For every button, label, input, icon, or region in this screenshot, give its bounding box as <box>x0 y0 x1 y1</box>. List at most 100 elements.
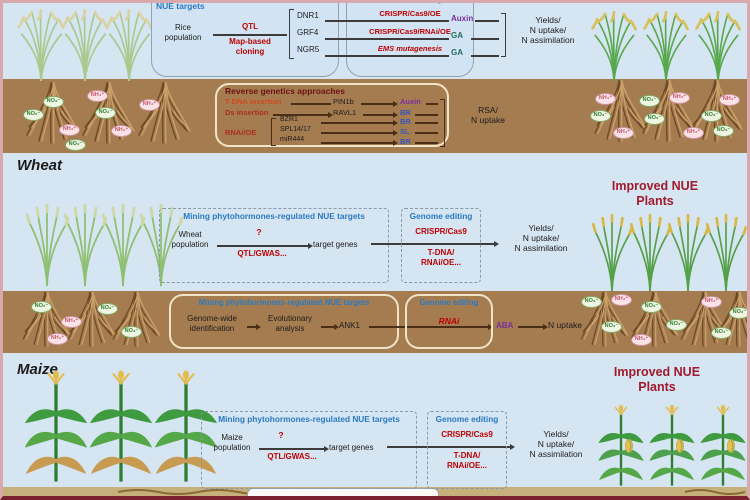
band-gene: BZR1 <box>280 116 298 123</box>
band-method: RNAi/OE <box>225 128 257 137</box>
maize-outcome: Yields/ N uptake/ N assimilation <box>529 429 583 460</box>
improved-wheat-plants <box>593 215 746 291</box>
rice-editing-method: CRISPR/Cas9/OE <box>379 9 441 18</box>
connector-line <box>213 34 287 36</box>
maize-editing-header: Genome editing <box>435 414 499 424</box>
ammonium-bubble: NH₄⁺ <box>87 90 108 102</box>
rice-band-outcome: RSA/ N uptake <box>470 105 506 126</box>
reverse-genetics-header: Reverse genetics approaches <box>225 86 346 96</box>
outcome-bracket <box>440 99 445 147</box>
ammonium-bubble: NH₄⁺ <box>139 99 160 111</box>
connector-line <box>325 55 449 57</box>
ammonium-bubble: NH₄⁺ <box>701 296 722 308</box>
ammonium-bubble: NH₄⁺ <box>613 127 634 139</box>
wheat-section-label: Wheat <box>17 157 62 174</box>
rice-hormone: GA <box>451 31 463 40</box>
maize-improved-label: Improved NUE Plants <box>613 365 701 394</box>
wheat-band-hormone: ABA <box>496 321 514 330</box>
rice-hormone: GA <box>451 48 463 57</box>
connector-line <box>321 120 398 125</box>
connector-line <box>518 324 548 329</box>
connector-line <box>471 55 499 57</box>
wheat-band-editing-header: Genome editing <box>419 298 479 307</box>
maize-mining-box <box>201 411 417 489</box>
wheat-band-method: RNAi <box>438 316 460 326</box>
rice-editing-method: CRISPR/Cas9/RNAi/OE <box>369 27 451 36</box>
reverse-genetics-box <box>215 83 449 147</box>
gene-bracket <box>271 118 276 146</box>
maize-editing-method: CRISPR/Cas9 <box>441 430 493 439</box>
band-gene: RAVL1 <box>333 108 357 117</box>
rice-approach-cloning: Map-based cloning <box>229 37 271 56</box>
connector-line <box>325 38 449 40</box>
connector-line <box>325 20 449 22</box>
connector-line <box>471 38 499 40</box>
ammonium-bubble: NH₄⁺ <box>595 93 616 105</box>
nitrate-bubble: NO₃⁻ <box>601 321 622 333</box>
connector-line <box>363 112 398 117</box>
nitrate-bubble: NO₃⁻ <box>729 307 747 319</box>
band-hormone: Auxin <box>400 97 421 106</box>
band-hormone: BR <box>400 137 411 146</box>
maize-plants <box>24 370 218 482</box>
maize-mining-header: Mining phytohormones-regulated NUE targe… <box>218 414 400 424</box>
nitrate-bubble: NO₃⁻ <box>666 319 687 331</box>
connector-line <box>371 241 499 246</box>
rice-mining-box <box>151 3 339 77</box>
wheat-editing-box <box>401 208 481 283</box>
connector-line <box>259 446 329 451</box>
connector-line <box>361 101 398 106</box>
nitrate-bubble: NO₃⁻ <box>711 327 732 339</box>
wheat-mining-box <box>159 208 389 283</box>
maize-question: ? <box>278 430 284 440</box>
wheat-outcome: Yields/ N uptake/ N assimilation <box>514 223 568 254</box>
maize-soil-texture <box>684 489 746 495</box>
ammonium-bubble: NH₄⁺ <box>683 127 704 139</box>
nitrate-bubble: NO₃⁻ <box>65 139 86 151</box>
connector-line <box>415 142 438 144</box>
connector-line <box>321 324 339 329</box>
wheat-editing-method: CRISPR/Cas9 <box>415 227 467 236</box>
nitrate-bubble: NO₃⁻ <box>23 109 44 121</box>
wheat-band-outcome: N uptake <box>548 320 583 330</box>
ammonium-bubble: NH₄⁺ <box>111 125 132 137</box>
connector-line <box>321 130 398 135</box>
wheat-question: ? <box>256 227 262 237</box>
ammonium-bubble: NH₄⁺ <box>47 333 68 345</box>
wheat-band-step2: Evolutionary analysis <box>267 314 313 333</box>
connector-line <box>475 20 499 22</box>
connector-line <box>387 444 515 449</box>
wheat-editing-method: T-DNA/ RNAi/OE... <box>420 248 461 267</box>
wheat-approach: QTL/GWAS... <box>237 249 287 258</box>
gene-bracket <box>289 9 294 59</box>
connector-line <box>369 324 493 329</box>
rice-gene: DNR1 <box>297 11 319 20</box>
wheat-band-step1: Genome-wide identification <box>187 314 237 333</box>
band-gene: SPL14/17 <box>280 126 311 133</box>
wheat-band-editing-box <box>405 294 493 349</box>
rice-gene: GRF4 <box>297 28 319 37</box>
nitrate-bubble: NO₃⁻ <box>713 125 734 137</box>
bottom-cutoff-box <box>247 488 439 496</box>
nitrate-bubble: NO₃⁻ <box>97 303 118 315</box>
nitrate-bubble: NO₃⁻ <box>121 326 142 338</box>
rice-plants <box>18 10 152 81</box>
wheat-population: Wheat population <box>171 230 209 249</box>
band-gene: miR444 <box>280 136 305 143</box>
wheat-improved-label: Improved NUE Plants <box>611 179 699 208</box>
ammonium-bubble: NH₄⁺ <box>631 334 652 346</box>
band-hormone: BR <box>400 117 411 126</box>
connector-line <box>321 140 398 145</box>
rice-gene: NGR5 <box>297 45 320 54</box>
band-hormone: BR <box>400 108 411 117</box>
rice-editing-header: Genome editing <box>346 3 474 4</box>
band-hormone: SL <box>400 127 410 136</box>
nitrate-bubble: NO₃⁻ <box>641 301 662 313</box>
connector-line <box>291 103 331 105</box>
wheat-band-mining-header: Mining phytohormones-regulated NUE targe… <box>198 298 370 307</box>
ammonium-bubble: NH₄⁺ <box>719 94 740 106</box>
improved-rice-plants <box>592 12 740 81</box>
connector-line <box>415 122 438 124</box>
nitrate-bubble: NO₃⁻ <box>95 107 116 119</box>
